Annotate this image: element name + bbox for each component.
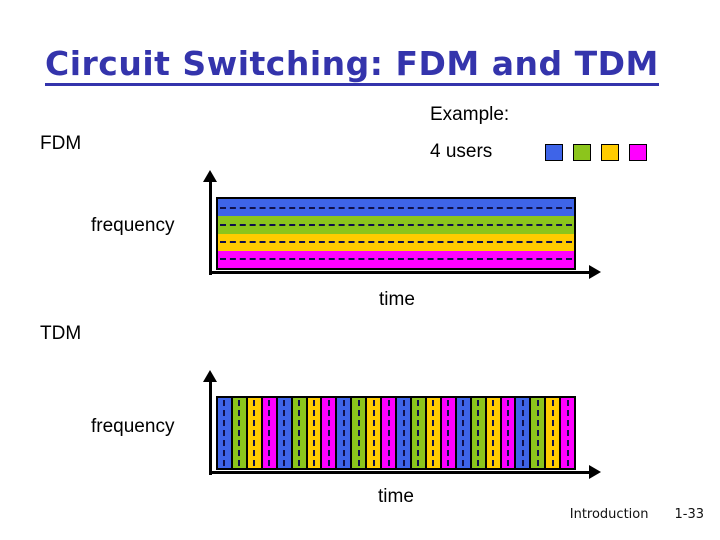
tdm-slot-dash-line <box>372 400 375 466</box>
tdm-label: TDM <box>40 323 82 344</box>
fdm-band-4 <box>218 250 574 268</box>
fdm-y-axis-arrow-icon <box>203 170 217 182</box>
tdm-slot-dash-line <box>492 400 495 466</box>
fdm-x-axis-label: time <box>379 289 415 310</box>
tdm-x-axis <box>209 471 591 474</box>
tdm-slot-1 <box>218 398 233 468</box>
footer-section: Introduction <box>569 507 649 522</box>
fdm-bands <box>216 197 576 270</box>
tdm-y-axis-arrow-icon <box>203 370 217 382</box>
fdm-band-dash-line <box>220 206 572 209</box>
tdm-slot-dash-line <box>506 400 509 466</box>
tdm-slot-4 <box>262 398 278 468</box>
users-count-label: 4 users <box>430 141 493 162</box>
tdm-slot-dash-line <box>432 400 435 466</box>
tdm-slot-dash-line <box>327 400 330 466</box>
user-color-swatch-2 <box>573 144 591 161</box>
fdm-label: FDM <box>40 133 82 154</box>
user-color-legend <box>545 144 647 161</box>
fdm-band-3 <box>218 233 574 251</box>
fdm-band-1 <box>218 199 574 217</box>
tdm-slot-20 <box>501 398 517 468</box>
tdm-slot-dash-line <box>312 400 315 466</box>
tdm-slot-17 <box>456 398 472 468</box>
tdm-x-axis-label: time <box>378 486 414 507</box>
fdm-band-dash-line <box>220 223 572 226</box>
tdm-slot-16 <box>441 398 457 468</box>
tdm-slot-dash-line <box>387 400 390 466</box>
user-color-swatch-1 <box>545 144 563 161</box>
tdm-x-axis-arrow-icon <box>589 465 601 479</box>
fdm-y-axis-label: frequency <box>91 215 175 236</box>
fdm-y-axis <box>209 180 212 275</box>
tdm-slot-9 <box>337 398 353 468</box>
tdm-slot-dash-line <box>536 400 539 466</box>
tdm-y-axis <box>209 380 212 475</box>
tdm-y-axis-label: frequency <box>91 416 175 437</box>
user-color-swatch-3 <box>601 144 619 161</box>
example-label: Example: <box>430 104 510 125</box>
tdm-slot-dash-line <box>342 400 345 466</box>
tdm-slot-dash-line <box>238 400 241 466</box>
fdm-band-dash-line <box>220 258 572 261</box>
tdm-slot-dash-line <box>566 400 569 466</box>
tdm-slot-dash-line <box>417 400 420 466</box>
tdm-slot-14 <box>411 398 427 468</box>
fdm-band-2 <box>218 216 574 234</box>
tdm-slot-2 <box>232 398 248 468</box>
user-color-swatch-4 <box>629 144 647 161</box>
tdm-slot-dash-line <box>298 400 301 466</box>
tdm-slot-dash-line <box>551 400 554 466</box>
tdm-slot-24 <box>561 398 575 468</box>
tdm-slot-8 <box>322 398 338 468</box>
slide-title: Circuit Switching: FDM and TDM <box>45 45 659 87</box>
tdm-slot-3 <box>247 398 263 468</box>
tdm-slot-23 <box>546 398 562 468</box>
fdm-x-axis-arrow-icon <box>589 265 601 279</box>
footer-page-number: 1-33 <box>674 507 704 522</box>
tdm-slot-dash-line <box>223 400 226 466</box>
tdm-slot-12 <box>382 398 398 468</box>
tdm-slot-dash-line <box>462 400 465 466</box>
tdm-slot-15 <box>426 398 442 468</box>
tdm-slot-11 <box>367 398 383 468</box>
tdm-slot-dash-line <box>402 400 405 466</box>
tdm-slot-19 <box>486 398 502 468</box>
tdm-slot-7 <box>307 398 323 468</box>
tdm-slot-22 <box>531 398 547 468</box>
fdm-band-dash-line <box>220 241 572 244</box>
tdm-slot-dash-line <box>477 400 480 466</box>
tdm-slot-13 <box>397 398 412 468</box>
tdm-stripes <box>216 396 576 470</box>
tdm-slot-dash-line <box>253 400 256 466</box>
fdm-x-axis <box>209 271 591 274</box>
slide-footer: Introduction 1-33 <box>570 507 704 522</box>
tdm-slot-5 <box>277 398 293 468</box>
tdm-slot-dash-line <box>268 400 271 466</box>
tdm-slot-dash-line <box>521 400 524 466</box>
tdm-slot-dash-line <box>283 400 286 466</box>
tdm-slot-21 <box>516 398 532 468</box>
tdm-slot-10 <box>352 398 368 468</box>
tdm-slot-dash-line <box>447 400 450 466</box>
tdm-slot-dash-line <box>357 400 360 466</box>
tdm-slot-18 <box>471 398 487 468</box>
tdm-slot-6 <box>292 398 308 468</box>
